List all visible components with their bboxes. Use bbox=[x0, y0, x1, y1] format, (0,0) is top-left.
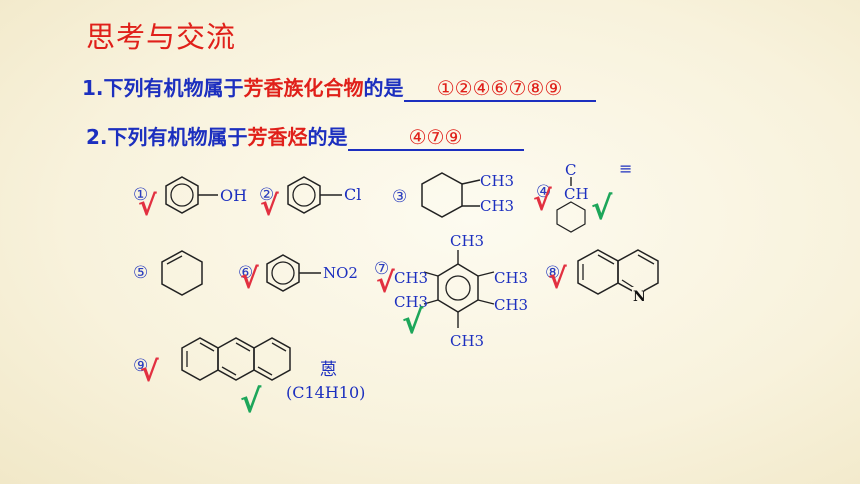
methyl-top-label: CH3 bbox=[450, 232, 484, 250]
compound-6-number: ⑥ bbox=[238, 263, 254, 283]
check-mark-2: √ bbox=[260, 189, 279, 222]
compound-7-number: ⑦ bbox=[374, 259, 390, 279]
check-mark-7-red: √ bbox=[376, 266, 395, 299]
nitro-label: NO2 bbox=[323, 264, 358, 282]
q1-answer: ①②④⑥⑦⑧⑨ bbox=[403, 76, 596, 102]
anthracene-name: 蒽 bbox=[320, 360, 337, 380]
check-mark-8: √ bbox=[548, 262, 567, 295]
anthracene-formula: (C14H10) bbox=[286, 383, 366, 402]
slide-title: 思考与交流 bbox=[86, 20, 237, 54]
nitrogen-label: N bbox=[633, 289, 646, 305]
alkyne-c-label: C bbox=[565, 161, 576, 179]
phenol-oh-label: OH bbox=[220, 186, 247, 205]
check-mark-7-green: √ bbox=[402, 303, 424, 341]
compound-5-number: ⑤ bbox=[133, 263, 149, 283]
methyl-upper-right-label: CH3 bbox=[494, 269, 528, 287]
triple-bond-symbol: ≡ bbox=[619, 159, 632, 178]
methyl-label-a: CH3 bbox=[480, 172, 514, 190]
q2-answer: ④⑦⑨ bbox=[347, 125, 524, 151]
q1-text-b: 的是 bbox=[363, 76, 404, 100]
check-mark-4-green: √ bbox=[591, 189, 613, 227]
compound-1-number: ① bbox=[133, 185, 149, 205]
check-mark-1: √ bbox=[138, 189, 157, 222]
quinoline-structure: N bbox=[577, 249, 659, 305]
chlorobenzene-structure: Cl bbox=[287, 176, 361, 214]
compound-3-number: ③ bbox=[392, 187, 408, 207]
q1-prefix: 1. bbox=[82, 76, 104, 100]
dimethylcyclohexane-structure: CH3 CH3 bbox=[421, 172, 514, 218]
methyl-lower-right-label: CH3 bbox=[494, 296, 528, 314]
methyl-lower-left-label: CH3 bbox=[394, 293, 428, 311]
check-mark-9-green: √ bbox=[240, 382, 262, 420]
phenylacetylene-structure: C CH ≡ bbox=[556, 159, 632, 233]
compound-8-number: ⑧ bbox=[545, 263, 561, 283]
check-mark-9-red: √ bbox=[140, 355, 159, 388]
nitrobenzene-structure: NO2 bbox=[266, 254, 358, 292]
compound-2-number: ② bbox=[259, 185, 275, 205]
q2-prefix: 2. bbox=[86, 125, 108, 149]
q2-text-b: 的是 bbox=[307, 125, 348, 149]
q2-text-red: 芳香烃 bbox=[247, 125, 308, 149]
methyl-bottom-label: CH3 bbox=[450, 332, 484, 350]
cyclohexene-structure bbox=[161, 250, 203, 296]
q1-text-a: 下列有机物属于 bbox=[103, 76, 244, 100]
q2-text-a: 下列有机物属于 bbox=[107, 125, 248, 149]
anthracene-structure bbox=[181, 337, 291, 381]
check-mark-6: √ bbox=[240, 262, 259, 295]
compound-4-number: ④ bbox=[536, 182, 552, 202]
hexamethylbenzene-structure: CH3 CH3 CH3 CH3 CH3 CH3 bbox=[394, 232, 528, 350]
compound-9-number: ⑨ bbox=[133, 356, 149, 376]
chlorine-label: Cl bbox=[344, 185, 361, 204]
q1-text-red: 芳香族化合物 bbox=[243, 76, 364, 100]
alkyne-ch-label: CH bbox=[564, 185, 589, 203]
methyl-upper-left-label: CH3 bbox=[394, 269, 428, 287]
check-mark-4-red: √ bbox=[533, 184, 552, 217]
phenol-structure: OH bbox=[165, 176, 247, 214]
methyl-label-b: CH3 bbox=[480, 197, 514, 215]
